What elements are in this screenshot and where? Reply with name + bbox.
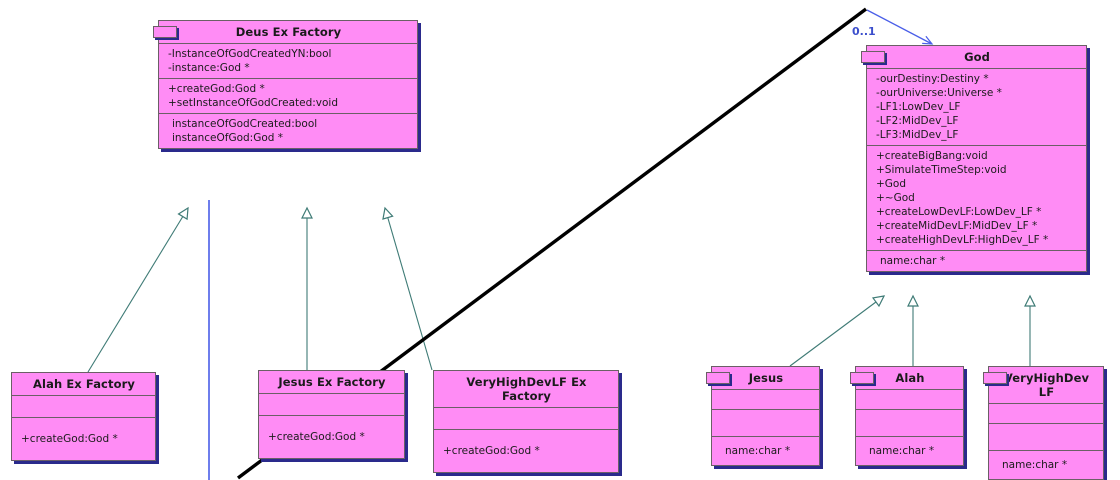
class-tab-icon: [153, 26, 177, 38]
attribute-item: -InstanceOfGodCreatedYN:bool: [168, 48, 332, 60]
class-operations-jesus-ex-factory: +createGod:God *: [259, 416, 404, 458]
class-operations-deus-ex-factory: +createGod:God * +setInstanceOfGodCreate…: [159, 79, 417, 114]
class-box-veryhighdev-lf[interactable]: VeryHighDev LF name:char *: [983, 366, 1104, 480]
extra-item: name:char *: [869, 445, 935, 457]
operation-item: +~God: [876, 192, 915, 204]
operation-item: +createLowDevLF:LowDev_LF *: [876, 206, 1042, 218]
class-title-jesus-ex-factory: Jesus Ex Factory: [259, 371, 404, 394]
class-extra-deus-ex-factory: instanceOfGodCreated:bool instanceOfGod:…: [159, 114, 417, 148]
extra-item: name:char *: [880, 255, 946, 267]
class-title-veryhighdevlf-ex-factory: VeryHighDevLF Ex Factory: [434, 371, 618, 408]
class-box-alah[interactable]: Alah name:char *: [850, 366, 964, 466]
class-operations-veryhighdev-lf: [989, 424, 1103, 451]
class-title-deus-ex-factory: Deus Ex Factory: [159, 21, 417, 44]
class-operations-jesus: [712, 410, 819, 437]
class-title-alah-ex-factory: Alah Ex Factory: [12, 373, 155, 396]
class-extra-alah: name:char *: [856, 437, 963, 465]
operation-item: +God: [876, 178, 907, 190]
class-operations-god: +createBigBang:void +SimulateTimeStep:vo…: [867, 146, 1086, 251]
class-attributes-jesus-ex-factory: [259, 394, 404, 416]
operation-item: +createGod:God *: [443, 445, 540, 457]
extra-item: instanceOfGod:God *: [172, 132, 284, 144]
attribute-item: -ourDestiny:Destiny *: [876, 73, 989, 85]
class-extra-jesus: name:char *: [712, 437, 819, 465]
class-operations-alah: [856, 410, 963, 437]
class-attributes-god: -ourDestiny:Destiny * -ourUniverse:Unive…: [867, 69, 1086, 146]
class-operations-veryhighdevlf-ex-factory: +createGod:God *: [434, 430, 618, 472]
class-extra-veryhighdev-lf: name:char *: [989, 451, 1103, 479]
association-multiplicity-label: 0..1: [852, 25, 876, 38]
generalization-jesus-to-god: [789, 295, 886, 367]
operation-item: +createMidDevLF:MidDev_LF *: [876, 220, 1038, 232]
class-title-veryhighdev-lf: VeryHighDev LF: [989, 367, 1103, 404]
class-box-deus-ex-factory[interactable]: Deus Ex Factory -InstanceOfGodCreatedYN:…: [153, 20, 418, 149]
class-tab-icon: [861, 51, 885, 63]
class-attributes-veryhighdevlf-ex-factory: [434, 408, 618, 430]
class-title-alah: Alah: [856, 367, 963, 390]
attribute-item: -LF3:MidDev_LF: [876, 129, 959, 141]
extra-item: instanceOfGodCreated:bool: [172, 118, 318, 130]
attribute-item: -LF2:MidDev_LF: [876, 115, 959, 127]
generalization-veryhighdevlfexfactory-to-deusexfactory: [382, 206, 433, 371]
extra-item: name:char *: [725, 445, 791, 457]
class-tab-icon: [706, 372, 730, 384]
class-box-god[interactable]: God -ourDestiny:Destiny * -ourUniverse:U…: [861, 45, 1087, 272]
class-box-jesus-ex-factory[interactable]: Jesus Ex Factory +createGod:God *: [258, 370, 405, 459]
class-tab-icon: [983, 372, 1007, 384]
class-attributes-alah-ex-factory: [12, 396, 155, 418]
class-box-veryhighdevlf-ex-factory[interactable]: VeryHighDevLF Ex Factory +createGod:God …: [433, 370, 619, 473]
class-box-alah-ex-factory[interactable]: Alah Ex Factory +createGod:God *: [11, 372, 156, 461]
class-attributes-jesus: [712, 390, 819, 410]
operation-item: +SimulateTimeStep:void: [876, 164, 1007, 176]
class-extra-god: name:char *: [867, 251, 1086, 271]
operation-item: +createGod:God *: [268, 431, 365, 443]
operation-item: +createBigBang:void: [876, 150, 988, 162]
attribute-item: -LF1:LowDev_LF: [876, 101, 961, 113]
attribute-item: -instance:God *: [168, 62, 250, 74]
extra-item: name:char *: [1002, 459, 1068, 471]
class-box-jesus[interactable]: Jesus name:char *: [706, 366, 820, 466]
operation-item: +createGod:God *: [21, 433, 118, 445]
class-tab-icon: [850, 372, 874, 384]
class-title-god: God: [867, 46, 1086, 69]
class-operations-alah-ex-factory: +createGod:God *: [12, 418, 155, 460]
operation-item: +createHighDevLF:HighDev_LF *: [876, 234, 1049, 246]
attribute-item: -ourUniverse:Universe *: [876, 87, 1002, 99]
association-deusexfactory-to-god: [866, 9, 934, 45]
operation-item: +setInstanceOfGodCreated:void: [168, 97, 339, 109]
class-attributes-veryhighdev-lf: [989, 404, 1103, 424]
class-attributes-deus-ex-factory: -InstanceOfGodCreatedYN:bool -instance:G…: [159, 44, 417, 79]
generalization-alahexfactory-to-deusexfactory: [87, 206, 189, 373]
operation-item: +createGod:God *: [168, 83, 265, 95]
class-attributes-alah: [856, 390, 963, 410]
